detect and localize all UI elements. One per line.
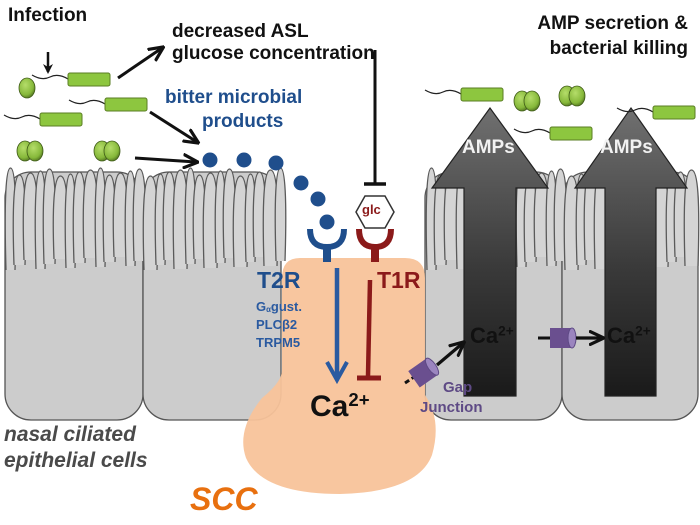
amp-arrow-left-label: AMPs bbox=[462, 137, 515, 158]
calcium-base: Ca bbox=[470, 323, 499, 348]
bacteria-group bbox=[3, 72, 696, 162]
calcium-charge: 2+ bbox=[498, 323, 514, 339]
glucose-label: glc bbox=[362, 202, 381, 217]
rod-bacterium bbox=[513, 126, 593, 141]
g-alpha-subscript: α bbox=[266, 305, 271, 315]
bitter-dot bbox=[268, 155, 284, 171]
rod-bacterium bbox=[424, 87, 504, 102]
arrow-to-bitter-products-1 bbox=[149, 110, 197, 142]
t2r-to-calcium-arrow bbox=[325, 268, 349, 385]
asl-glucose-label-line2: glucose concentration bbox=[172, 43, 375, 64]
calcium-charge: 2+ bbox=[348, 389, 370, 410]
diplococcus bbox=[93, 140, 121, 162]
cilium bbox=[274, 167, 287, 262]
bitter-dot bbox=[236, 152, 252, 168]
glucose-molecule bbox=[355, 195, 395, 229]
rod-bacterium bbox=[68, 97, 148, 112]
bitter-dot bbox=[202, 152, 218, 168]
diplococcus bbox=[16, 140, 44, 162]
t2r-label: T2R bbox=[257, 267, 301, 293]
g-alpha-suffix: gust. bbox=[270, 299, 302, 314]
bitter-dot bbox=[293, 175, 309, 191]
gap-junction-label-line1: Gap bbox=[443, 379, 473, 396]
diplococcus bbox=[558, 85, 586, 107]
gap-junction-channel-2 bbox=[538, 327, 602, 349]
t1r-inhibition-line bbox=[357, 279, 381, 381]
bitter-products-label-line2: products bbox=[202, 111, 284, 132]
calcium-base: Ca bbox=[310, 390, 349, 424]
amp-arrow-left bbox=[430, 106, 550, 397]
arrow-to-bitter-products-2 bbox=[134, 158, 196, 162]
calcium-cell2-label: Ca2+ bbox=[607, 324, 651, 347]
cilia-left bbox=[4, 167, 287, 271]
g-alpha-gust-label: Gαgust. bbox=[256, 300, 302, 314]
cilium bbox=[683, 169, 700, 267]
calcium-cell1-label: Ca2+ bbox=[470, 324, 514, 347]
t1r-label: T1R bbox=[377, 267, 421, 293]
bitter-product-dots bbox=[202, 152, 335, 230]
amp-arrow-right bbox=[573, 106, 689, 397]
infection-arrows bbox=[43, 48, 197, 162]
cilia-right bbox=[425, 167, 700, 271]
infection-label: Infection bbox=[8, 5, 88, 26]
g-alpha-prefix: G bbox=[256, 299, 267, 314]
rod-bacterium bbox=[616, 105, 696, 120]
amp-arrow-right-label: AMPs bbox=[600, 137, 653, 158]
t2r-receptor bbox=[307, 228, 347, 262]
t1r-receptor bbox=[356, 228, 394, 262]
epithelial-cells-label-line1: nasal ciliated bbox=[4, 423, 136, 446]
coccus bbox=[18, 77, 36, 99]
calcium-base: Ca bbox=[607, 323, 636, 348]
rod-bacterium bbox=[3, 112, 83, 127]
diplococcus bbox=[513, 90, 541, 112]
scc-label: SCC bbox=[190, 481, 258, 517]
amp-secretion-label-line1: AMP secretion & bbox=[537, 13, 688, 34]
trpm5-label: TRPM5 bbox=[256, 335, 301, 350]
rod-bacterium bbox=[31, 72, 111, 87]
gap-junction-channel-1 bbox=[404, 343, 463, 388]
calcium-scc-label: Ca2+ bbox=[310, 390, 370, 423]
epithelial-cells-label-line2: epithelial cells bbox=[4, 449, 148, 472]
gap-junction-label-line2: Junction bbox=[420, 399, 483, 416]
calcium-charge: 2+ bbox=[635, 323, 651, 339]
arrow-to-asl-glucose bbox=[117, 48, 162, 80]
bitter-dot bbox=[310, 191, 326, 207]
asl-glucose-label-line1: decreased ASL bbox=[172, 21, 309, 42]
glucose-inhibition bbox=[364, 50, 386, 186]
bitter-dot bbox=[319, 214, 335, 230]
bitter-products-label-line1: bitter microbial bbox=[165, 87, 303, 108]
amp-secretion-label-line2: bacterial killing bbox=[549, 38, 688, 59]
plc-beta2-label: PLCβ2 bbox=[256, 317, 298, 332]
